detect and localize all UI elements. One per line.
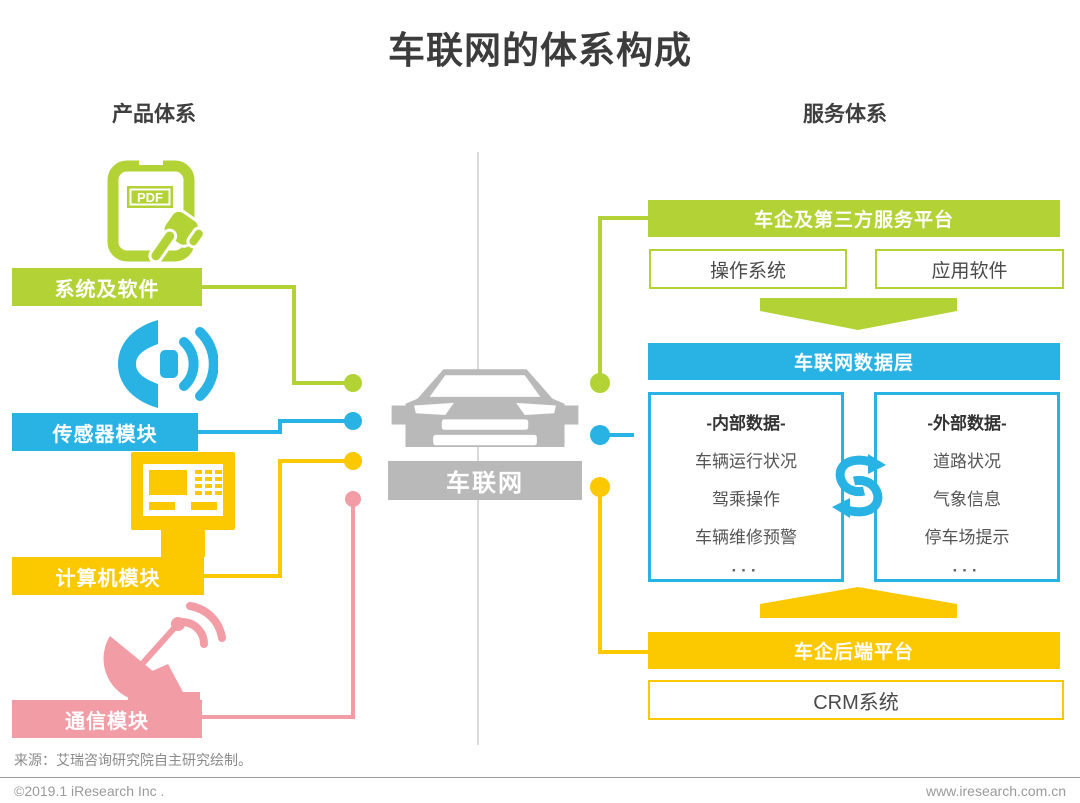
product-box-system-software: 系统及软件 [12,268,202,306]
external-data-title: -外部数据- [927,414,1007,433]
platform-header-third-party: 车企及第三方服务平台 [648,200,1060,237]
internal-data-ellipsis: ··· [731,561,761,580]
up-arrow-yellow [760,587,957,618]
dot-pink-left [345,491,361,507]
copyright-text: ©2019.1 iResearch Inc . [14,783,165,799]
connector-yellow-left [202,459,345,578]
source-note: 来源：艾瑞咨询研究院自主研究绘制。 [14,752,252,768]
sub-box-operating-system: 操作系统 [649,249,847,289]
section-header-service: 服务体系 [803,103,887,126]
external-data-item: 停车场提示 [924,528,1010,547]
dot-yellow-left [344,452,362,470]
dot-green-left [344,374,362,392]
dot-blue-right [590,425,610,445]
internal-data-item: 车辆维修预警 [695,528,797,547]
external-data-item: 道路状况 [933,452,1001,471]
down-arrow-green [760,298,957,330]
dot-green-right [590,373,610,393]
internal-data-item: 车辆运行状况 [695,452,797,471]
connector-blue-left [197,419,345,434]
sensor-signal-icon [118,320,219,413]
external-data-box: -外部数据- 道路状况 气象信息 停车场提示 ··· [874,392,1060,582]
product-box-communication-module: 通信模块 [12,700,202,738]
connector-green-left [202,285,345,385]
footer-divider [0,777,1080,778]
dot-blue-left [344,412,362,430]
internal-data-item: 驾乘操作 [712,490,780,509]
page-title: 车联网的体系构成 [388,30,692,71]
platform-header-backend: 车企后端平台 [648,632,1060,669]
product-box-sensor-module: 传感器模块 [12,413,198,451]
connector-yellow-right [598,493,648,654]
car-front-icon [388,364,582,452]
section-header-product: 产品体系 [112,103,196,126]
website-link[interactable]: www.iresearch.com.cn [925,783,1066,799]
product-box-computer-module: 计算机模块 [12,557,204,595]
connector-green-right [598,216,648,377]
svg-text:PDF: PDF [137,190,163,205]
sub-box-application-software: 应用软件 [875,249,1064,289]
computer-terminal-icon [103,452,248,562]
data-layer-header: 车联网数据层 [648,343,1060,380]
internal-data-box: -内部数据- 车辆运行状况 驾乘操作 车辆维修预警 ··· [648,392,844,582]
pdf-document-icon: PDF [103,160,218,269]
internal-data-title: -内部数据- [706,414,786,433]
car-label-band: 车联网 [388,461,582,500]
external-data-item: 气象信息 [933,490,1001,509]
external-data-ellipsis: ··· [952,561,982,580]
dot-yellow-right [590,477,610,497]
sub-box-crm-system: CRM系统 [648,680,1064,720]
connector-pink-left [200,506,355,719]
satellite-dish-icon [92,602,227,705]
data-sync-icon [830,452,888,525]
